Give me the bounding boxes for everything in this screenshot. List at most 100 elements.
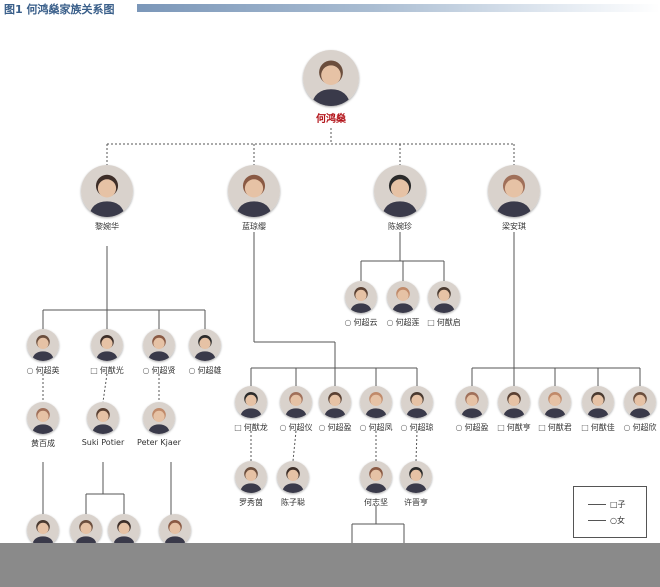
title-decoration-bar (137, 4, 660, 12)
child-name: ○何超盈 (295, 422, 375, 433)
person-name: 梁安琪 (502, 222, 526, 231)
person-portrait-icon (143, 329, 175, 361)
person-name: 何超贤 (151, 366, 176, 375)
gender-marker: □ (427, 318, 435, 327)
person-name: 蓝琼缨 (242, 222, 266, 231)
child-name: □何猷启 (404, 317, 484, 328)
person-portrait-icon (319, 386, 351, 418)
person-portrait-icon (27, 329, 59, 361)
gender-marker: ○ (359, 423, 367, 432)
person-name: 许晋亨 (404, 498, 428, 507)
person-name: 何超凤 (368, 423, 393, 432)
person-portrait-icon (498, 386, 530, 418)
person-name: 何鸿燊 (316, 114, 346, 125)
person-portrait-icon (428, 281, 460, 313)
person-portrait-icon (87, 402, 119, 434)
person-portrait-icon (228, 165, 280, 217)
gender-marker: ○ (279, 423, 287, 432)
gender-marker: ○ (318, 423, 326, 432)
wife-name: 陈婉珍 (360, 221, 440, 232)
person-name: Peter Kjaer (137, 438, 181, 447)
person-name: Suki Potier (81, 438, 125, 447)
person-portrait-icon (360, 386, 392, 418)
wife-name: 蓝琼缨 (214, 221, 294, 232)
person-portrait-icon (345, 281, 377, 313)
person-name: 陈子聪 (281, 498, 305, 507)
person-portrait-icon (91, 329, 123, 361)
gender-marker: ○ (623, 423, 631, 432)
person-name: 何猷君 (547, 423, 572, 432)
gender-marker: □ (581, 423, 589, 432)
person-name: 陈婉珍 (388, 222, 412, 231)
child-name: ○何超凤 (336, 422, 416, 433)
person-name: 何超英 (35, 366, 60, 375)
person-portrait-icon (374, 165, 426, 217)
gender-marker: ○ (26, 366, 34, 375)
gender-marker: □ (234, 423, 242, 432)
person-portrait-icon (27, 402, 59, 434)
person-name: 何猷佳 (590, 423, 615, 432)
dashed-connector (292, 430, 297, 462)
wife-name: 梁安琪 (474, 221, 554, 232)
person-portrait-icon (303, 50, 359, 106)
child-name: ○何超贤 (119, 365, 199, 376)
person-name: 何超莲 (395, 318, 420, 327)
legend: □子 ○女 (573, 486, 647, 538)
person-name: 何超雄 (197, 366, 222, 375)
person-portrait-icon (81, 165, 133, 217)
child-name: □何猷龙 (211, 422, 291, 433)
person-name: 罗秀茵 (239, 498, 263, 507)
gender-marker: ○ (344, 318, 352, 327)
person-portrait-icon (27, 514, 59, 546)
person-portrait-icon (108, 514, 140, 546)
child-name: ○何超琼 (377, 422, 457, 433)
figure-header: 图1 何鸿燊家族关系图 (0, 0, 660, 16)
person-portrait-icon (624, 386, 656, 418)
person-portrait-icon (400, 461, 432, 493)
person-name: 何超琼 (409, 423, 434, 432)
person-portrait-icon (539, 386, 571, 418)
child-name: □何猷亨 (474, 422, 554, 433)
person-portrait-icon (582, 386, 614, 418)
person-name: 黎婉华 (95, 222, 119, 231)
child-name: ○何超英 (3, 365, 83, 376)
gender-marker: ○ (400, 423, 408, 432)
person-portrait-icon (488, 165, 540, 217)
spouse-name: Peter Kjaer (119, 438, 199, 447)
person-name: 何超欣 (632, 423, 657, 432)
dashed-connector (102, 373, 108, 403)
spouse-name: 何志坚 (336, 497, 416, 508)
person-name: 何猷启 (436, 318, 461, 327)
child-name: ○何超雄 (165, 365, 245, 376)
root-name: 何鸿燊 (291, 110, 371, 125)
gender-marker: ○ (142, 366, 150, 375)
person-portrait-icon (456, 386, 488, 418)
person-name: 何猷龙 (243, 423, 268, 432)
wife-name: 黎婉华 (67, 221, 147, 232)
spouse-name: 陈子聪 (253, 497, 333, 508)
person-portrait-icon (387, 281, 419, 313)
child-name: ○何超仪 (256, 422, 336, 433)
person-portrait-icon (143, 402, 175, 434)
child-name: ○何超盈 (432, 422, 512, 433)
person-portrait-icon (70, 514, 102, 546)
child-name: □何猷君 (515, 422, 595, 433)
person-name: 黄百成 (31, 439, 55, 448)
person-name: 何超盈 (464, 423, 489, 432)
person-name: 何超仪 (288, 423, 313, 432)
person-portrait-icon (189, 329, 221, 361)
person-name: 何超盈 (327, 423, 352, 432)
gender-marker: □ (497, 423, 505, 432)
gender-marker: □ (538, 423, 546, 432)
bottom-overlay (0, 543, 660, 587)
gender-marker: □ (90, 366, 98, 375)
child-name: ○何超云 (321, 317, 401, 328)
person-name: 何志坚 (364, 498, 388, 507)
child-name: ○何超欣 (600, 422, 660, 433)
spouse-name: Suki Potier (63, 438, 143, 447)
person-portrait-icon (277, 461, 309, 493)
person-portrait-icon (401, 386, 433, 418)
person-portrait-icon (235, 386, 267, 418)
child-name: ○何超莲 (363, 317, 443, 328)
